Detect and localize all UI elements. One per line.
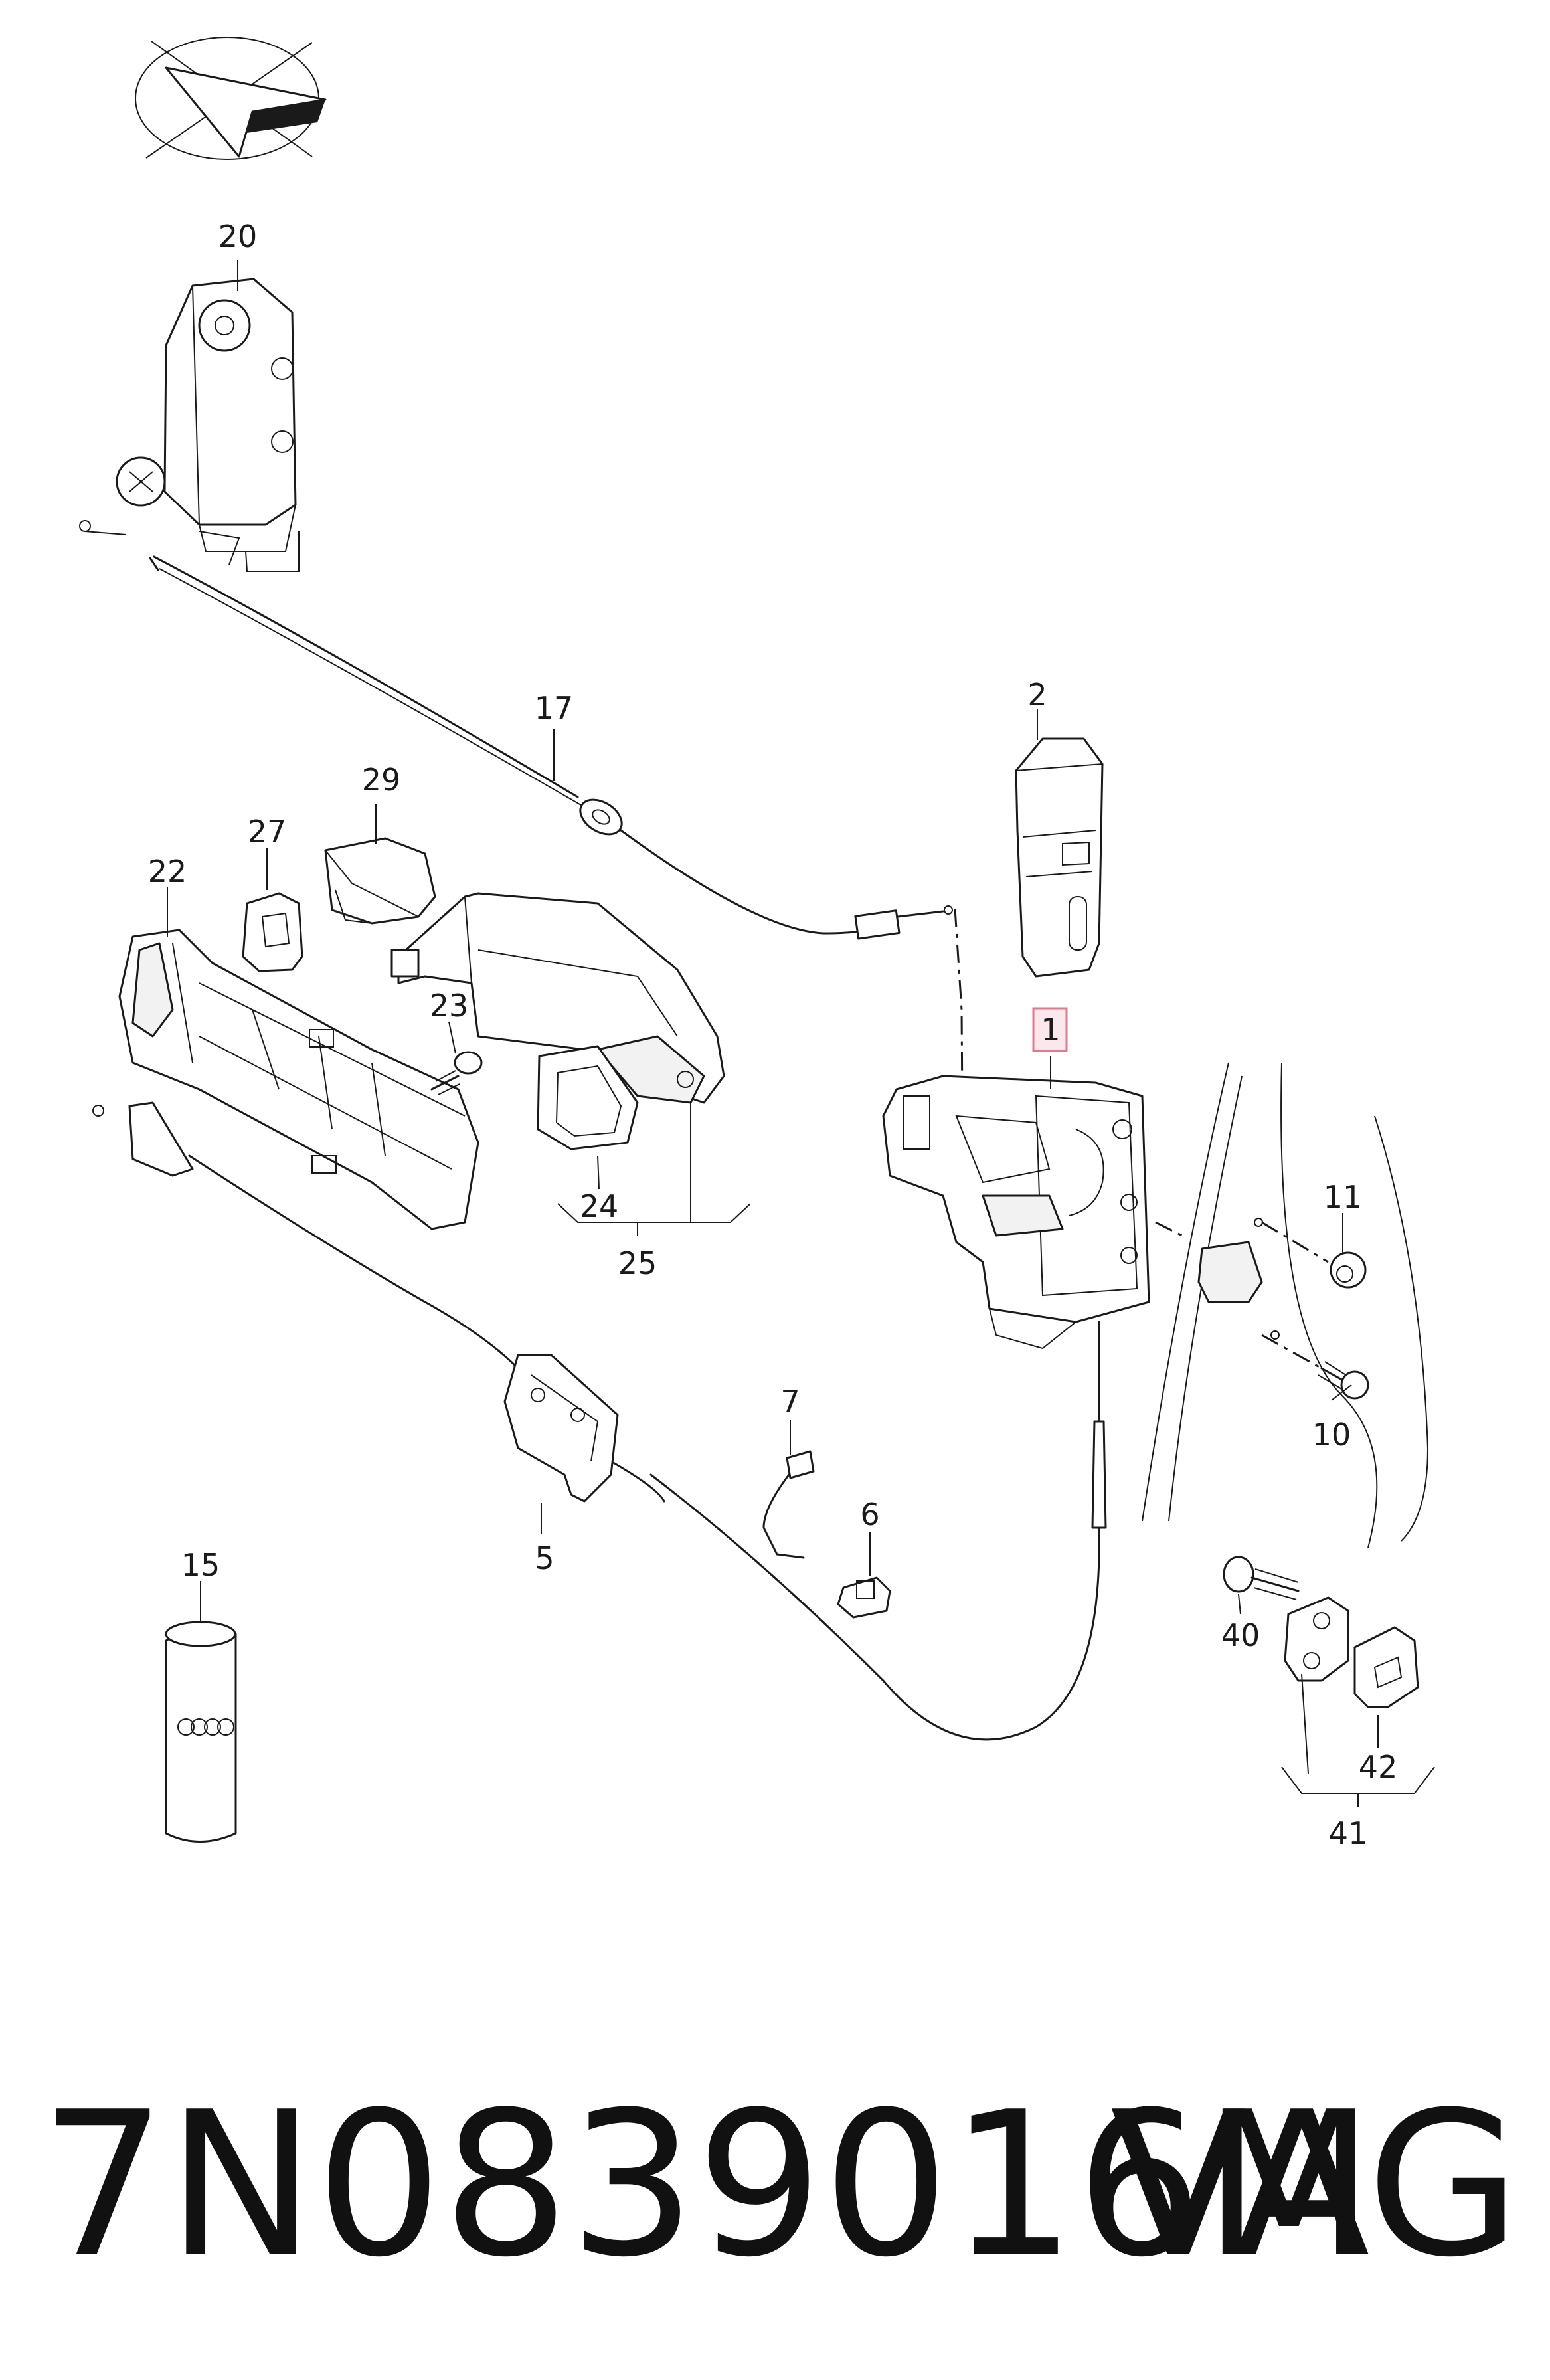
part-42-plate [1353,1626,1419,1708]
callout-40: 40 [1221,1617,1260,1653]
callout-1: 1 [1041,1012,1060,1048]
brand-name: VAG [1110,2069,1521,2301]
brand-rings-logo-icon [177,1718,234,1736]
callout-2: 2 [1027,677,1047,713]
callout-23: 23 [430,988,469,1024]
callout-29: 29 [362,762,401,798]
callout-10: 10 [1312,1417,1351,1453]
part-22-handle-carrier [92,929,479,1230]
part-24-gasket [537,1045,639,1150]
orientation-arrow-icon [135,37,327,160]
part-20-lock-housing [116,278,300,572]
callout-42: 42 [1359,1749,1398,1785]
door-panel [1142,1062,1429,1548]
part-10-bolt [1270,1330,1369,1400]
outer-handle-cable [128,1101,665,1503]
callout-17: 17 [535,690,574,726]
part-40-bolt [1223,1556,1300,1600]
part-27-seal [242,892,303,972]
callout-6: 6 [860,1497,879,1532]
part-17-cable [79,520,964,1203]
callout-20: 20 [218,219,258,254]
part-6-clip [837,1576,891,1619]
leader-lines [167,260,1435,1807]
part-11-nut [1254,1218,1367,1289]
part-5-bracket [503,1354,619,1503]
part-1-door-lock [882,1075,1183,1350]
part-number: 7N0839016M [40,2069,1375,2301]
callout-22: 22 [148,854,187,889]
part-41-striker [1284,1596,1349,1682]
part-25-door-handle [390,892,725,1104]
callout-25: 25 [618,1245,657,1281]
callout-24: 24 [580,1188,619,1224]
callout-5: 5 [535,1540,554,1576]
callout-labels: 20 17 2 1 29 27 22 23 24 25 11 10 7 6 5 … [148,219,1398,1851]
part-7-clip [762,1450,815,1559]
lock-release-cable [649,1321,1107,1741]
part-29-cap [324,837,436,925]
part-1-highlight-box [1032,1007,1068,1052]
callout-41: 41 [1329,1815,1368,1851]
part-2-cover [1015,737,1104,978]
callout-11: 11 [1324,1179,1363,1215]
part-23-screw [430,1051,483,1095]
part-15-spray-can [165,1621,237,1843]
callout-15: 15 [181,1547,220,1583]
callout-27: 27 [248,814,287,850]
callout-7: 7 [780,1384,800,1419]
footer-caption: 7N0839016M VAG [27,2046,1527,2325]
